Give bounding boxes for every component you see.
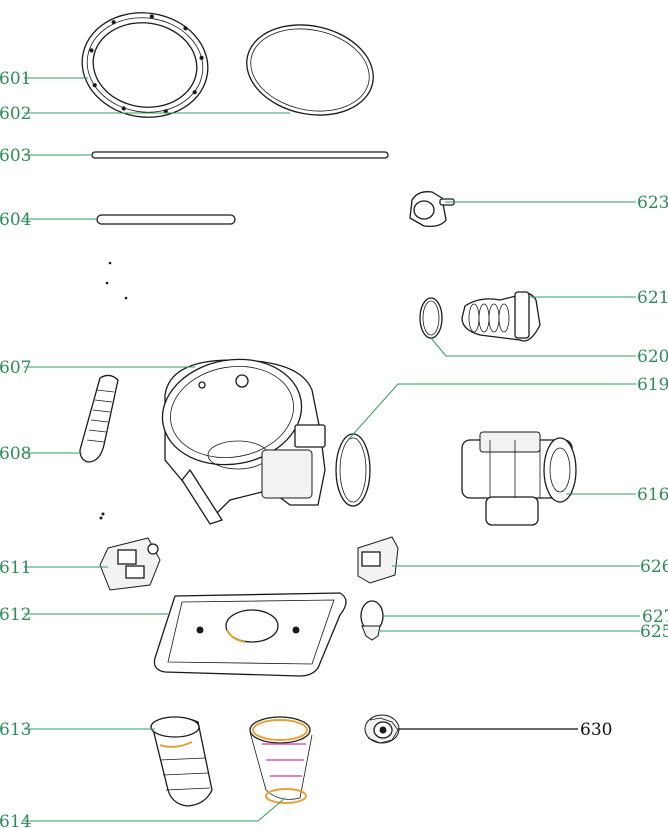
callout-627: 627 (642, 607, 668, 627)
callout-604: 604 (0, 210, 31, 230)
callout-623: 623 (637, 193, 668, 213)
callout-labels: 601 602 603 604 607 608 611 612 613 614 … (0, 69, 668, 828)
part-623-valve (409, 191, 455, 228)
part-612-filter-plate (153, 592, 347, 677)
part-616-wash-motor (461, 431, 577, 526)
part-601-ring-flange (81, 12, 209, 118)
leader-619 (347, 383, 636, 441)
leader-lines (24, 77, 640, 822)
loose-screws (99, 261, 128, 520)
leader-620 (430, 337, 636, 357)
part-608-drain-hose (79, 374, 119, 463)
part-603-long-rod (91, 151, 389, 159)
part-611-switch-assembly (99, 537, 161, 591)
part-604-short-rod (96, 214, 236, 225)
callout-602: 602 (0, 104, 31, 124)
callout-608: 608 (0, 444, 31, 464)
callout-613: 613 (0, 720, 31, 740)
callout-620: 620 (637, 347, 668, 367)
callout-616: 616 (637, 485, 668, 505)
callout-607: 607 (0, 358, 31, 378)
part-614-fine-filter (249, 716, 313, 804)
callout-626: 626 (640, 557, 668, 577)
part-630-impeller (364, 714, 400, 744)
part-602-gasket (246, 24, 374, 116)
part-625-clip (361, 625, 381, 641)
callout-601: 601 (0, 69, 31, 89)
callout-625: 625 (640, 622, 668, 642)
part-613-coarse-filter (150, 716, 213, 807)
part-621-heater-assembly (461, 291, 541, 342)
callout-612: 612 (0, 605, 31, 625)
callout-614: 614 (0, 812, 31, 828)
callout-619: 619 (637, 375, 668, 395)
part-626-sensor-housing (357, 536, 399, 584)
part-620-o-ring (419, 297, 443, 339)
callout-621: 621 (637, 288, 668, 308)
part-607-sump-housing (161, 358, 326, 525)
callout-603: 603 (0, 146, 31, 166)
part-619-band-seal (335, 433, 371, 507)
callout-611: 611 (0, 558, 31, 578)
callout-630: 630 (580, 720, 612, 740)
leader-614 (24, 797, 286, 822)
